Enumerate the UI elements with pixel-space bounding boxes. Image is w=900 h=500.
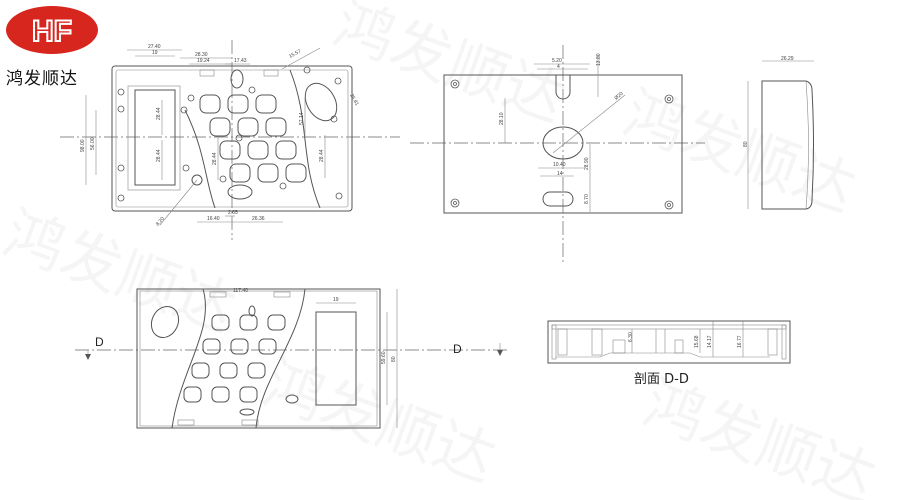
- dim-label: 28.44: [156, 149, 162, 162]
- dim-label: 28.44: [319, 149, 325, 162]
- dim-label: Ø20: [613, 91, 624, 102]
- section-view: 6.30 15.68 14.17 16.77 剖面 D-D: [547, 320, 791, 387]
- dim-label: 117.40: [233, 288, 248, 294]
- hf-logo: HF: [6, 6, 98, 54]
- dim-label: 10.40: [553, 162, 566, 168]
- dim-label: 98.00: [80, 139, 86, 152]
- dim-label: 57.14: [299, 112, 305, 125]
- dim-label: 16.40: [207, 216, 220, 222]
- dim-label: 14: [557, 171, 563, 177]
- section-mark-left: D: [95, 335, 104, 349]
- keypad-buttons: [199, 94, 307, 183]
- dim-label: 8.20: [155, 216, 166, 227]
- watermark-text: 鸿发顺达: [325, 0, 574, 136]
- dim-label: 2.65: [228, 210, 238, 216]
- dim-label: 15.57: [288, 48, 302, 59]
- dim-label: 19: [333, 297, 339, 303]
- dim-label: 80: [391, 356, 397, 362]
- screw-holes: [450, 79, 674, 210]
- side-view: 26.29 80: [743, 56, 814, 210]
- dim-label: 17.43: [234, 58, 247, 64]
- watermark-text: 鸿发顺达: [615, 78, 864, 226]
- dim-label: 80: [743, 141, 749, 147]
- dim-label: 15.68: [694, 335, 700, 348]
- dim-label: 27.40: [148, 44, 161, 50]
- bottom-view: 117.40 19 59.60 80 D D: [75, 288, 510, 429]
- dim-label: 28.44: [212, 152, 218, 165]
- back-view: 5.20 4 13.80 28.10 Ø20 10.40 14 28.90 8.…: [410, 45, 705, 265]
- dim-label: 59.60: [381, 351, 387, 364]
- company-name: 鸿发顺达: [6, 69, 78, 89]
- dim-label: 28.44: [156, 107, 162, 120]
- dim-label: 14.17: [707, 335, 713, 348]
- dim-label: 28.10: [499, 112, 505, 125]
- dim-label: 19.24: [197, 58, 210, 64]
- dim-label: 19: [152, 50, 158, 56]
- dim-label: 28.30: [195, 52, 208, 58]
- dim-label: 56.00: [90, 137, 96, 150]
- dim-label: 13.80: [596, 53, 602, 66]
- screw-holes: [117, 66, 343, 202]
- dim-label: 8.70: [584, 194, 590, 204]
- dim-label: 4: [557, 64, 560, 70]
- dim-label: 16.77: [737, 335, 743, 348]
- dim-label: 28.90: [584, 157, 590, 170]
- section-title: 剖面 D-D: [634, 372, 689, 387]
- dim-label: 26.36: [252, 216, 265, 222]
- dim-label: 26.81: [348, 93, 360, 107]
- logo-mark: HF: [32, 15, 72, 48]
- section-mark-right: D: [453, 342, 462, 356]
- front-view: 27.40 19 28.30 19.24 17.43 15.57 26.81 2…: [60, 40, 400, 240]
- dim-label: 26.29: [781, 56, 794, 62]
- dim-label: 5.20: [552, 58, 562, 64]
- watermark-text: 鸿发顺达: [635, 368, 884, 500]
- keypad-buttons: [183, 314, 286, 403]
- dim-label: 6.30: [628, 332, 634, 342]
